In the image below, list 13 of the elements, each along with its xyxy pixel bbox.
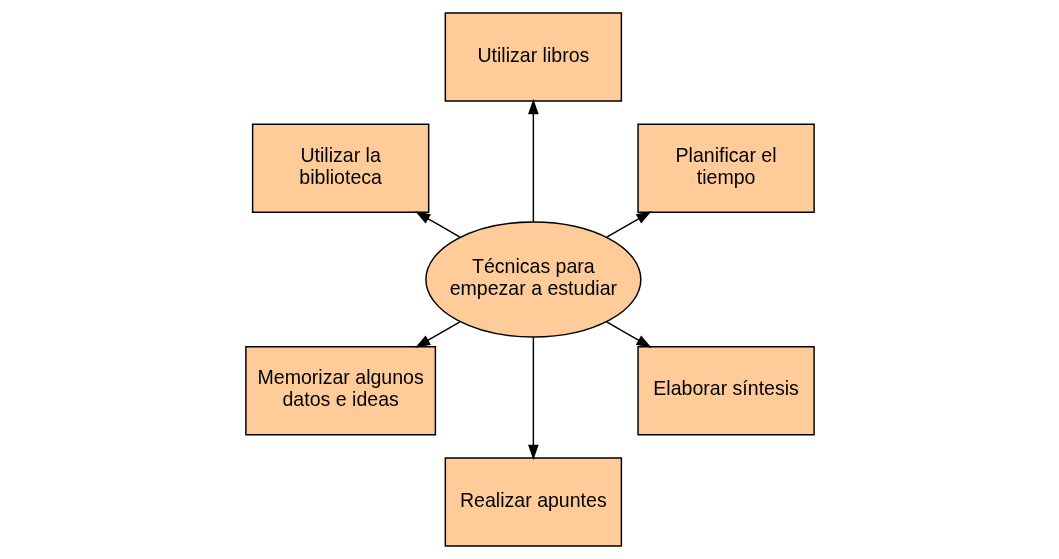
- node-box: Utilizar libros: [444, 12, 622, 102]
- arrow: [605, 321, 652, 348]
- arrow: [527, 336, 539, 460]
- node-ellipse: Técnicas para empezar a estudiar: [424, 221, 642, 338]
- node-box: Planificar el tiempo: [636, 123, 815, 213]
- node-box: Elaborar síntesis: [636, 346, 815, 436]
- arrow: [414, 321, 461, 348]
- arrow: [605, 211, 652, 238]
- arrow: [527, 99, 539, 223]
- node-box: Utilizar la biblioteca: [251, 123, 429, 213]
- arrow: [414, 211, 461, 238]
- node-box: Memorizar algunos datos e ideas: [244, 346, 436, 436]
- node-box: Realizar apuntes: [444, 457, 622, 547]
